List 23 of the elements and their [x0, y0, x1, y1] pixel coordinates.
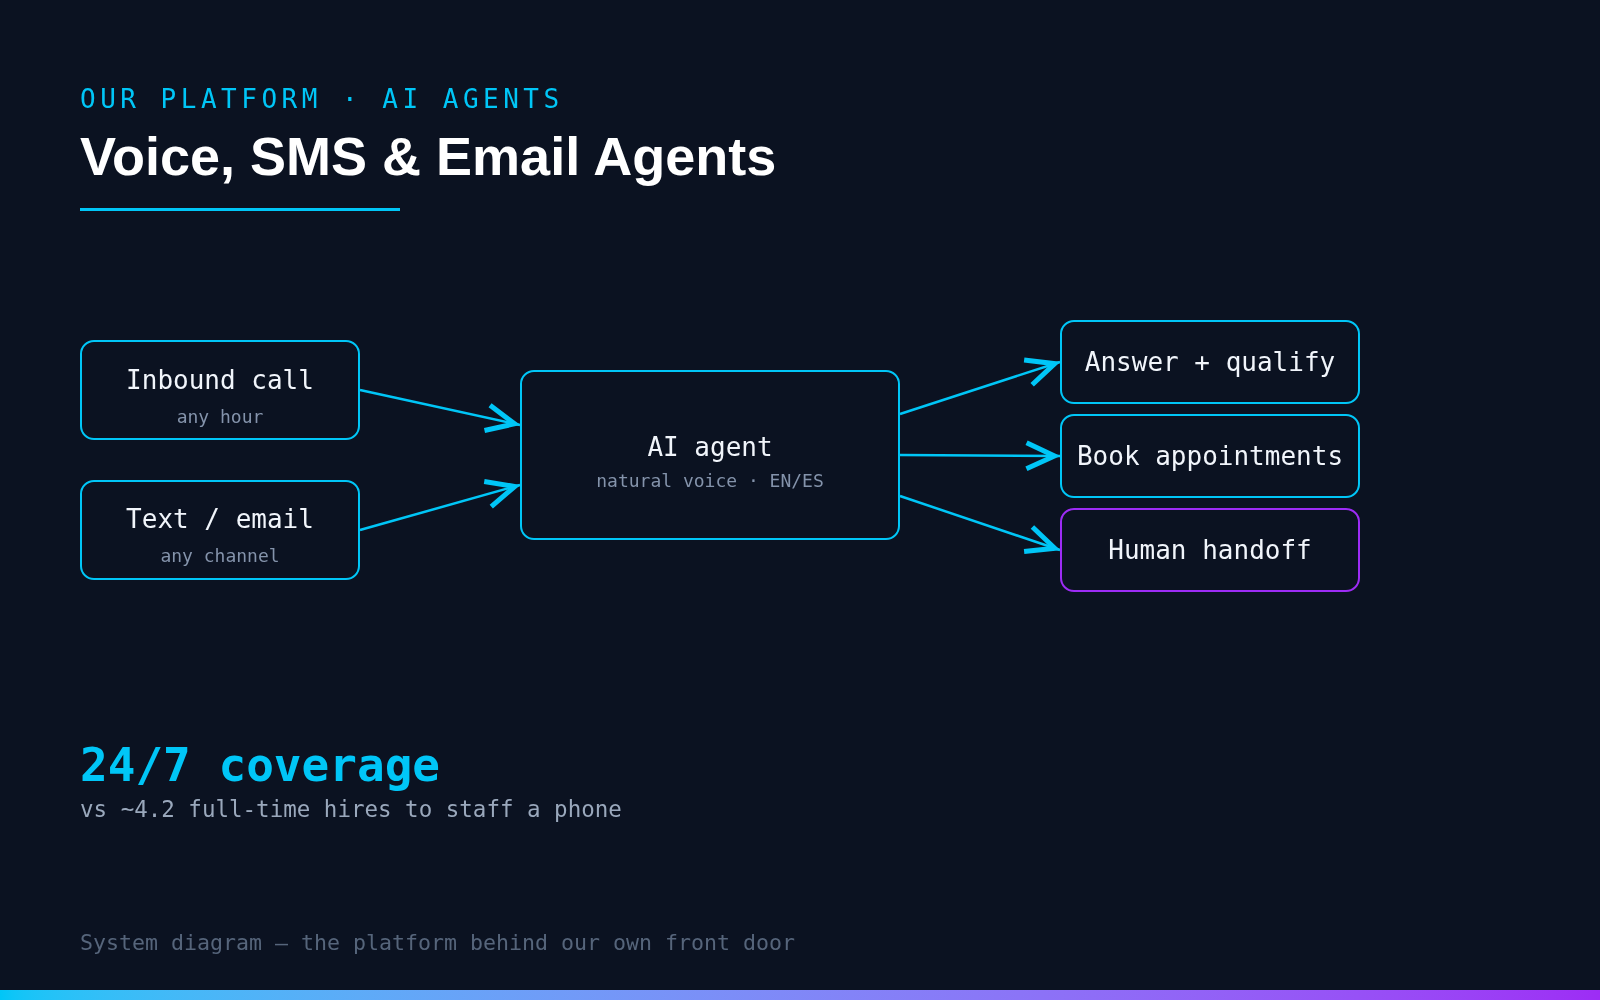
agent-box — [520, 370, 900, 540]
arrow — [899, 357, 1061, 416]
node-label: Inbound call — [126, 367, 314, 393]
footer-caption: System diagram — the platform behind our own front door — [80, 932, 796, 954]
outcome-box — [1060, 320, 1360, 404]
node-label: AI agent — [647, 434, 773, 460]
channel-box — [80, 480, 360, 580]
channel-box — [80, 340, 360, 440]
node-sublabel: any channel — [160, 547, 280, 565]
node-label: Answer + qualify — [1084, 349, 1336, 375]
outcome-box — [1060, 414, 1360, 498]
node-sublabel: any hour — [176, 408, 264, 426]
arrow — [359, 479, 521, 532]
handoff-box — [1060, 508, 1360, 592]
arrow — [900, 440, 1060, 472]
stat-note: vs ~4.2 full-time hires to staff a phone — [80, 798, 622, 821]
node-label: Text / email — [126, 506, 314, 532]
node-label: Human handoff — [1108, 537, 1312, 563]
arrow — [899, 494, 1061, 555]
arrow — [359, 388, 521, 434]
node-label: Book appointments — [1076, 443, 1344, 469]
node-sublabel: natural voice · EN/ES — [596, 472, 824, 490]
eyebrow-text: OUR PLATFORM · AI AGENTS — [80, 86, 564, 112]
